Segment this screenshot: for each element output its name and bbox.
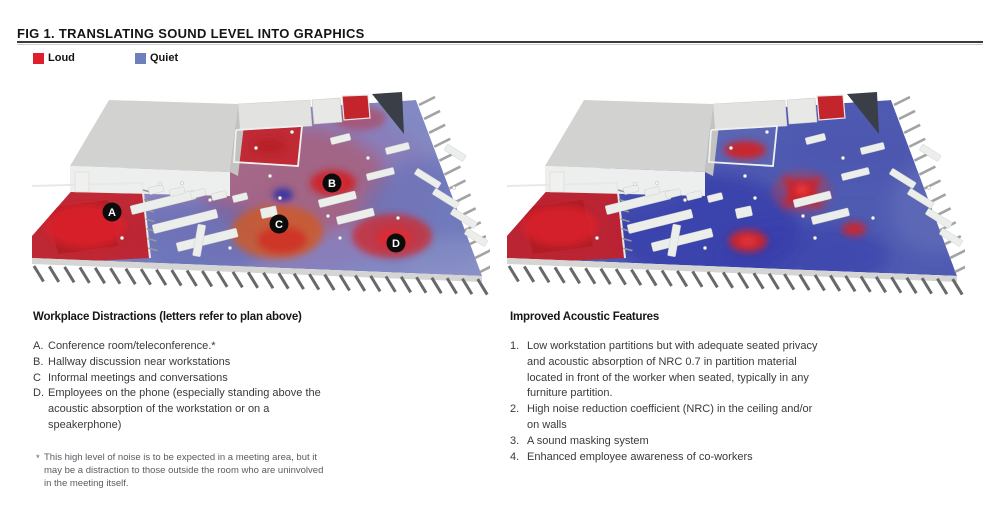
figure-title: FIG 1. TRANSLATING SOUND LEVEL INTO GRAP… (17, 26, 365, 41)
marker-D: D (386, 233, 406, 253)
item-label: 1. (510, 340, 520, 352)
svg-text:B: B (328, 178, 336, 190)
title-rule-light (17, 44, 983, 45)
item-text: Low workstation partitions but with adeq… (527, 340, 818, 400)
item-label: 3. (510, 434, 520, 447)
legend-label: Quiet (150, 52, 179, 64)
features-heading: Improved Acoustic Features (510, 311, 660, 323)
plan-improved-acoustics-svg (506, 92, 972, 296)
distraction-item-D: D. Employees on the phone (especially sta… (33, 386, 335, 433)
item-text: Informal meetings and conversations (48, 371, 228, 384)
item-label: 2. (510, 403, 520, 416)
distraction-item-A: A. Conference room/teleconference.* (33, 339, 335, 355)
quiet-swatch (135, 52, 146, 64)
distraction-item-B: B. Hallway discussion near workstations (33, 355, 335, 371)
plan-left-loud-rendering: A B C D (30, 88, 497, 300)
footnote-asterisk: * (36, 453, 40, 464)
plan-right-quiet-rendering (505, 88, 972, 300)
marker-A: A (102, 202, 122, 222)
feature-item-4: 4. Enhanced employee awareness of co-work… (510, 450, 826, 466)
item-label: A. (33, 340, 44, 352)
legend-item-loud: Loud (33, 52, 75, 64)
distraction-item-C: C Informal meetings and conversations (33, 371, 335, 387)
building-structure (506, 92, 972, 296)
svg-text:A: A (108, 207, 116, 219)
feature-item-1: 1. Low workstation partitions but with ad… (510, 339, 826, 402)
furniture (120, 130, 488, 257)
title-rule-dark (17, 41, 983, 43)
features-list: 1. Low workstation partitions but with ad… (510, 339, 826, 465)
svg-text:D: D (392, 238, 400, 250)
item-text: A sound masking system (527, 434, 649, 447)
item-label: D. (33, 387, 44, 400)
legend-label: Loud (48, 52, 75, 64)
building-structure (31, 92, 497, 296)
feature-item-2: 2. High noise reduction coefficient (NRC)… (510, 402, 826, 434)
marker-B: B (322, 173, 342, 193)
item-text: Enhanced employee awareness of co-worker… (527, 450, 753, 463)
item-label: B. (33, 355, 44, 368)
marker-C: C (269, 214, 289, 234)
loud-swatch (33, 52, 44, 64)
legend-item-quiet: Quiet (135, 52, 178, 64)
distractions-list: A. Conference room/teleconference.* B. Hall… (33, 339, 335, 434)
item-label: C (33, 371, 41, 384)
footnote: * This high level of noise is to be expe… (36, 451, 328, 490)
furniture (595, 130, 963, 257)
item-text: Hallway discussion near workstations (48, 355, 231, 368)
acoustic-features-column: Improved Acoustic Features 1. Low worksta… (510, 311, 826, 465)
item-text: High noise reduction coefficient (NRC) i… (527, 403, 813, 431)
workplace-distractions-column: Workplace Distractions (letters refer to… (33, 311, 335, 434)
item-label: 4. (510, 450, 520, 463)
feature-item-3: 3. A sound masking system (510, 434, 826, 450)
plan-workplace-distractions-svg: A B C D (31, 92, 497, 296)
svg-text:C: C (275, 219, 283, 231)
item-text: Conference room/teleconference.* (48, 340, 216, 352)
distractions-heading: Workplace Distractions (letters refer to… (33, 311, 302, 323)
item-text: Employees on the phone (especially stand… (48, 387, 321, 431)
footnote-text: This high level of noise is to be expect… (44, 452, 324, 489)
